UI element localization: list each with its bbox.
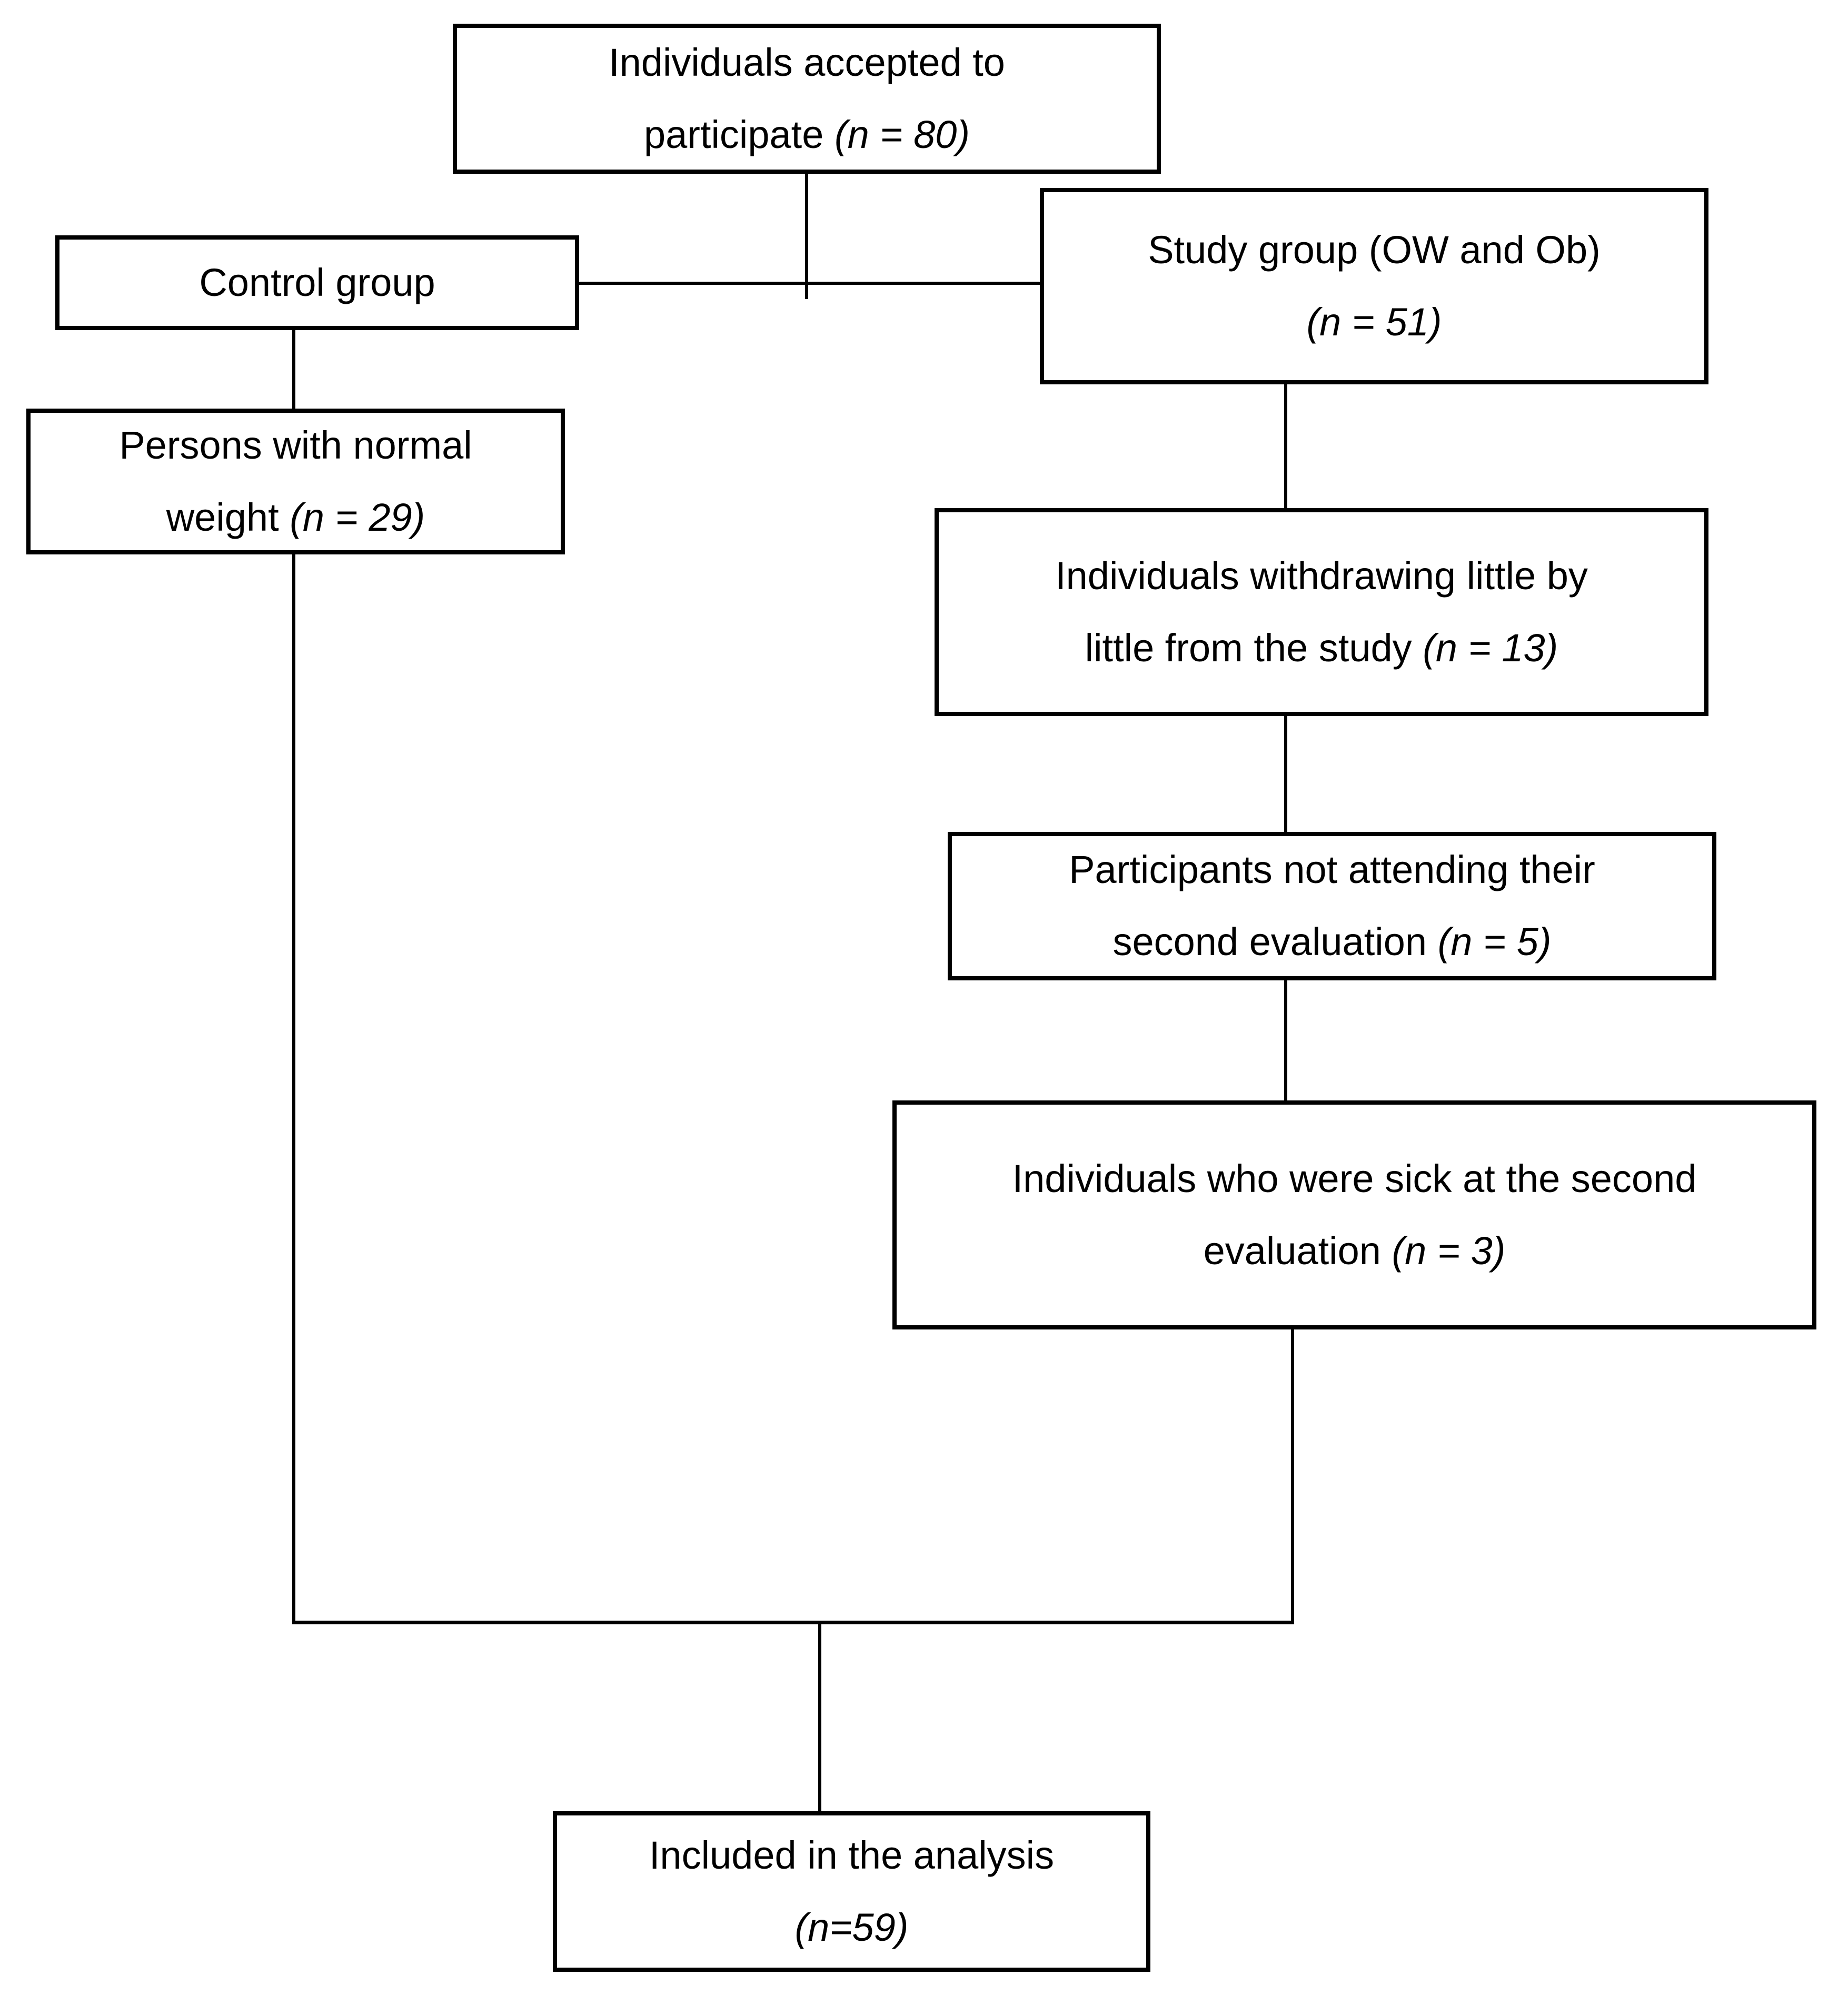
edge-sick-to-merge-line [1291,1329,1294,1624]
node-withdrawing-line1: Individuals withdrawing little by [1055,553,1588,598]
node-withdrawing-line2: little from the study (n = 13) [1085,612,1558,684]
node-sick-line1: Individuals who were sick at the second [1012,1156,1697,1200]
node-sick-line2-text: evaluation [1203,1228,1392,1273]
node-normal-weight-line2: weight (n = 29) [166,482,425,554]
node-control-group-label: Control group [199,260,435,304]
node-normal-weight-line1: Persons with normal [119,423,472,467]
node-individuals-accepted-line2: participate (n = 80) [644,99,970,171]
node-normal-weight-n-value: (n = 29) [290,495,425,539]
edge-merge-to-included [818,1621,821,1811]
node-sick-n-value: (n = 3) [1392,1228,1506,1273]
edge-participants-to-sick [1284,980,1287,1100]
node-not-attending-n-value: (n = 5) [1437,920,1552,964]
edge-withdrawing-to-participants [1284,716,1287,832]
node-included-line1: Included in the analysis [649,1833,1055,1877]
edge-control-to-study [579,282,1040,285]
node-individuals-accepted-line1: Individuals accepted to [609,40,1005,84]
node-withdrawing-line2-text: little from the study [1085,626,1423,670]
node-withdrawing: Individuals withdrawing little by little… [935,508,1708,716]
node-included-n-value: (n=59) [794,1905,909,1949]
node-sick-line2: evaluation (n = 3) [1204,1215,1506,1287]
node-study-group: Study group (OW and Ob) (n = 51) [1040,188,1708,384]
node-included-in-analysis: Included in the analysis (n=59) [553,1811,1150,1972]
node-normal-weight-line2-text: weight [166,495,290,539]
node-withdrawing-n-value: (n = 13) [1423,626,1558,670]
edge-persons-to-merge-line [292,554,295,1624]
node-included-line2: (n=59) [795,1892,909,1964]
node-not-attending-line2: second evaluation (n = 5) [1112,906,1551,978]
node-not-attending-line1: Participants not attending their [1069,848,1595,892]
node-control-group: Control group [55,235,579,330]
node-study-group-line2: (n = 51) [1306,286,1442,359]
node-sick-second-evaluation: Individuals who were sick at the second … [892,1100,1816,1329]
node-individuals-accepted: Individuals accepted to participate (n =… [453,24,1161,174]
edge-control-to-persons [292,330,295,409]
node-normal-weight: Persons with normal weight (n = 29) [26,409,565,554]
node-individuals-accepted-n-value: (n = 80) [834,112,970,156]
node-not-attending: Participants not attending their second … [948,832,1716,980]
node-study-group-n-value: (n = 51) [1306,300,1442,344]
node-not-attending-line2-text: second evaluation [1112,920,1438,964]
node-study-group-line1: Study group (OW and Ob) [1148,227,1601,272]
edge-accepted-to-junction [805,174,808,299]
node-individuals-accepted-line2-text: participate [643,112,834,156]
edge-study-to-withdrawing [1284,384,1287,508]
edge-merge-line [292,1621,1294,1624]
